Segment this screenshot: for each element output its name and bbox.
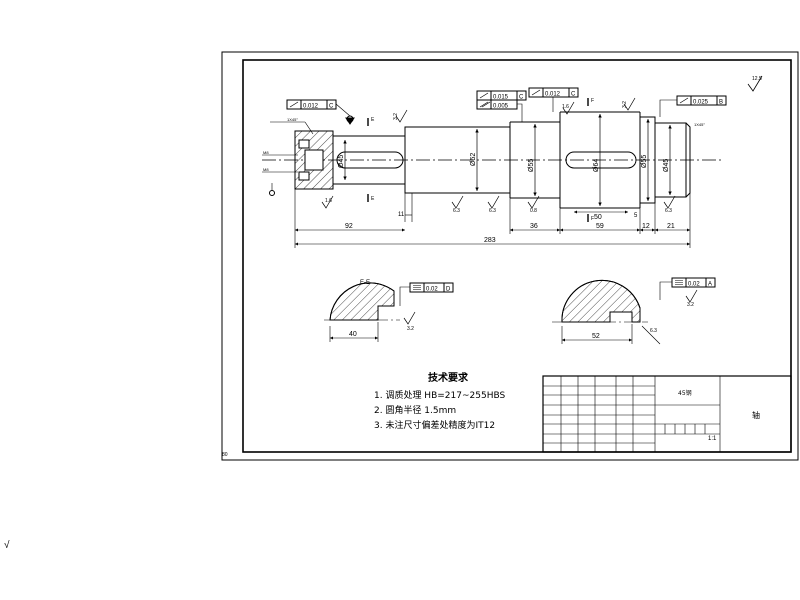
tol-mid-value: 0.015 [493,95,509,101]
inner-border [242,59,792,453]
shaft-chamfer-right [685,122,691,198]
dim-dia-right: Ø45 [663,159,670,172]
section-ff-width: 52 [592,333,600,340]
sheet-corner-mark: 80 [222,452,228,458]
roughness-marks-main [321,97,676,209]
title-block: 45钢 1:1 轴 [542,375,792,453]
tol-frame-mid-right: 0.012 C [528,87,579,112]
thread-hole-bottom [298,171,310,181]
title-block-drawing-name: 轴 [752,410,760,420]
tol-midright-datum: C [571,92,576,98]
roughness-sec-right: 3.2 [687,302,694,308]
roughness-label-2: 1.6 [562,104,569,110]
dim-len-36: 36 [530,223,538,230]
roughness-global: 12.5 [747,75,763,92]
tol-frame-left: 0.012 C [286,99,351,117]
section-mark-ee-bottom: E [371,196,375,202]
section-view-ff: 52 0.02 A 3.2 6.3 [552,277,716,345]
tol-frame-mid: 0.015 C 0.005 [476,90,527,122]
center-hole [304,149,324,171]
shaft-journal-left [332,135,405,185]
section-mark-ff-bottom: F [591,216,594,222]
section-mark-ff-top: F [591,98,594,104]
dim-len-12: 12 [642,223,650,230]
dim-len-11: 11 [398,212,405,218]
section-ff-shape [561,279,641,323]
tol-left-datum: C [329,104,334,110]
dim-dia-left: Ø45 [338,155,345,168]
notes-line-2: 2. 圆角半径 1.5mm [374,404,456,416]
dim-dia-55-a: Ø55 [528,159,535,172]
section-view-ee: E-E 40 0.02 D 3.2 [324,280,454,342]
tol-cyl-value: 0.005 [493,104,509,110]
roughness-sec-left: 3.2 [407,326,414,332]
dim-len-21: 21 [667,223,675,230]
shaft-step-right [640,116,687,204]
callout-thread-1: M8 [263,150,269,155]
keyway-collar [565,151,637,169]
dim-dia-52: Ø52 [470,153,477,166]
tol-frame-section-right: 0.02 A [659,277,716,300]
roughness-sec-right-2: 6.3 [650,328,657,334]
roughness-label-5: 6.3 [453,208,460,214]
callout-thread-2: M8 [263,167,269,172]
shaft-collar [559,111,641,209]
thread-hole-top [298,139,310,149]
roughness-global-label: 12.5 [752,76,762,82]
dim-len-5: 5 [634,213,638,219]
notes-line-3: 3. 未注尺寸偏差处精度为IT12 [374,419,495,431]
dim-len-50: 50 [594,214,602,221]
tol-frame-right: 0.025 B [659,95,727,117]
tol-sec-left-datum: D [446,287,451,293]
roughness-label-4: 1.6 [325,198,332,204]
dim-dia-64: Ø64 [593,159,600,172]
dim-len-total: 283 [484,237,496,244]
roughness-label-1: 3.2 [393,113,399,120]
notes-line-1: 1. 调质处理 HB=217~255HBS [374,389,505,401]
outer-border [221,51,799,461]
technical-notes: 技术要求 1. 调质处理 HB=217~255HBS 2. 圆角半径 1.5mm… [374,371,505,431]
notes-title: 技术要求 [428,371,469,384]
section-ee-shape [329,282,395,321]
tol-right-datum: B [719,100,723,106]
callout-chamfer-left: 1X45° [287,117,298,122]
shaft-main-view: Ø45 Ø52 Ø55 Ø64 Ø55 Ø45 92 11 36 59 12 2… [262,75,763,248]
tol-right-value: 0.025 [693,100,709,106]
title-block-material: 45钢 [678,389,692,397]
section-ee-width: 40 [349,331,357,338]
dim-len-92: 92 [345,223,353,230]
stray-check-mark: √ [4,539,10,551]
tol-sec-right-datum: A [708,282,712,288]
tol-frame-section-left: 0.02 D [399,282,454,306]
tol-sec-left-value: 0.02 [426,287,438,293]
roughness-label-8: 6.3 [665,208,672,214]
title-block-scale: 1:1 [708,436,717,442]
callout-chamfer-right: 1X45° [694,122,705,127]
shaft-step-2 [509,121,560,199]
dim-dia-55-b: Ø55 [641,155,648,168]
tol-sec-right-value: 0.02 [688,282,700,288]
tol-left-value: 0.012 [303,104,319,110]
roughness-label-7: 0.8 [530,208,537,214]
tol-mid-datum: C [519,95,524,101]
keyway-left [336,151,404,169]
section-mark-ee-top: E [371,117,375,123]
tol-midright-value: 0.012 [545,92,561,98]
roughness-label-3: 3.2 [622,101,628,108]
roughness-label-6: 6.3 [489,208,496,214]
dim-len-59: 59 [596,223,604,230]
